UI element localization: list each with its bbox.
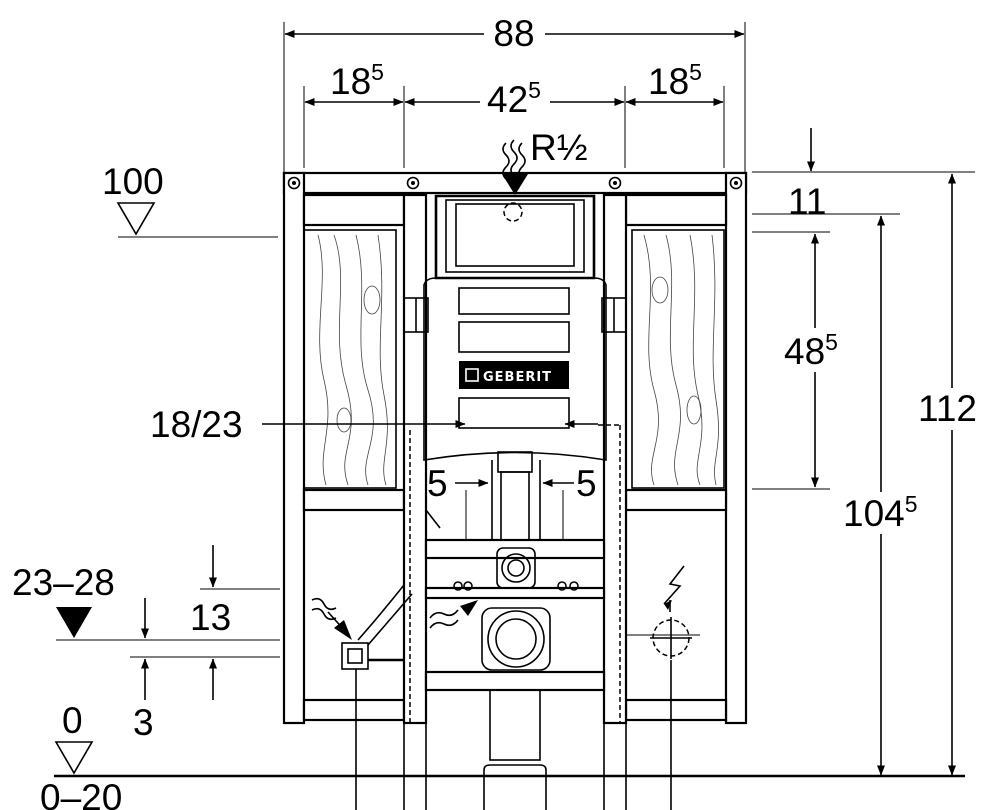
heat-wave-icon-left (311, 597, 352, 640)
dim-floor-level: 0 (62, 700, 83, 741)
dimension-labels: 88 185 425 185 R½ 11 485 112 1045 18/23 … (12, 13, 977, 810)
dim-frame-height: 112 (918, 388, 977, 429)
dim-water-inlet: R½ (530, 127, 588, 168)
dim-inlet-height: 1045 (843, 491, 918, 534)
dimension-lines (141, 30, 956, 776)
heat-wave-icon (502, 139, 528, 195)
dim-outlet-left: 5 (427, 463, 448, 504)
dim-floor-range: 0–20 (40, 777, 122, 810)
fittings (341, 509, 692, 810)
cistern: GEBERIT (423, 194, 607, 541)
frame (282, 171, 748, 725)
dim-right-section: 185 (648, 59, 702, 102)
lightning-icon (663, 565, 685, 612)
dim-side-gap: 13 (190, 597, 231, 638)
dim-top-offset: 11 (788, 181, 826, 222)
brand-label: GEBERIT (483, 370, 552, 385)
extension-lines (56, 22, 975, 658)
dim-range-upper: 23–28 (12, 562, 115, 603)
dim-flush-level: 100 (102, 161, 164, 202)
dim-center-section: 425 (487, 77, 541, 120)
dim-left-section: 185 (330, 59, 384, 102)
dim-tank-height: 485 (784, 329, 838, 372)
wood-panel-left (303, 229, 397, 489)
level-triangle-icon (54, 202, 156, 775)
dim-overall-width: 88 (493, 13, 534, 54)
dim-outlet-right: 5 (576, 463, 597, 504)
dim-bottom-gap: 3 (133, 702, 154, 743)
dim-bolt-spacing: 18/23 (150, 404, 243, 445)
heat-wave-icon-center (429, 600, 478, 629)
wood-panel-right (631, 229, 725, 489)
